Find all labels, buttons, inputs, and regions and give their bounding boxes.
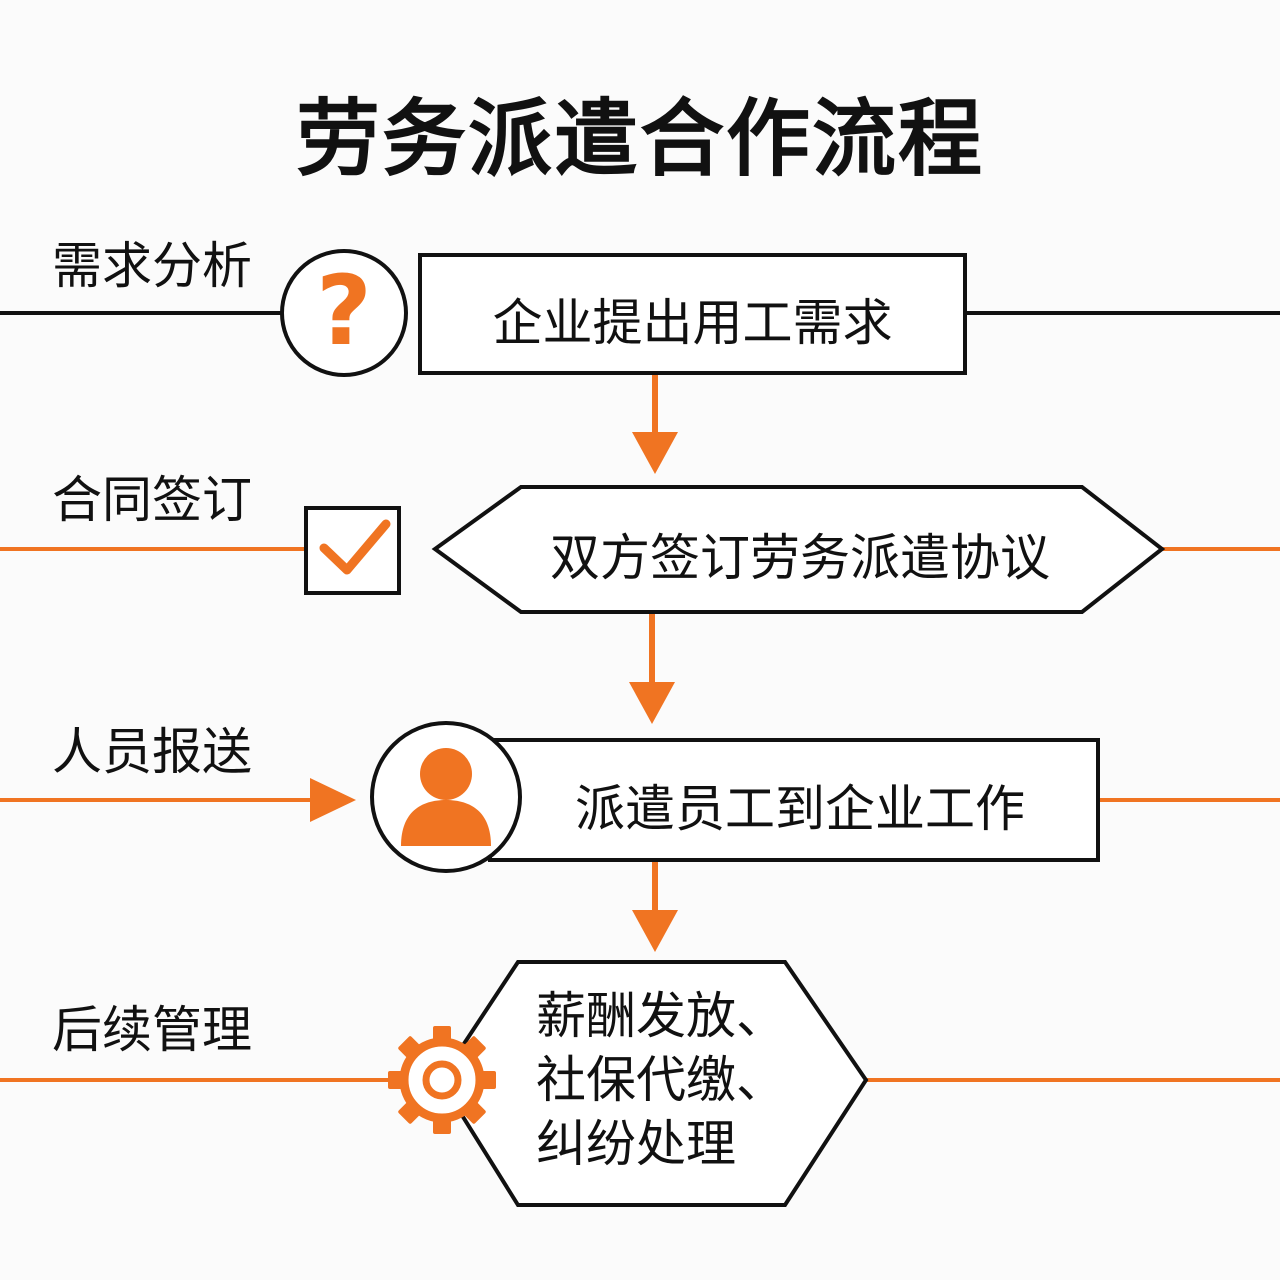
checkbox-icon: [304, 506, 401, 595]
flow-arrow-2: [629, 614, 675, 724]
stage-label-contract: 合同签订: [52, 471, 252, 529]
flow-arrow-3: [632, 862, 678, 952]
step-box-3: [488, 738, 1100, 862]
gear-icon: [388, 1026, 496, 1134]
stage-label-demand: 需求分析: [52, 237, 252, 295]
step-text-4-line-2: 社保代缴、: [536, 1051, 786, 1109]
step-text-4: 薪酬发放、 社保代缴、 纠纷处理: [536, 984, 836, 1176]
step-text-3: 派遣员工到企业工作: [575, 780, 1025, 838]
step-text-4-line-3: 纠纷处理: [536, 1115, 736, 1173]
stage-label-dispatch: 人员报送: [52, 723, 252, 781]
svg-text:?: ?: [316, 255, 372, 367]
stage-label-management: 后续管理: [52, 1001, 252, 1059]
step-box-2: [431, 485, 1166, 614]
step-text-2: 双方签订劳务派遣协议: [550, 529, 1050, 587]
page-title: 劳务派遣合作流程: [295, 90, 984, 188]
step-text-4-line-1: 薪酬发放、: [536, 987, 786, 1045]
step-text-1: 企业提出用工需求: [492, 294, 893, 352]
flow-arrow-1: [632, 375, 678, 474]
person-icon: [370, 721, 522, 873]
question-icon: ?: [280, 249, 408, 377]
stage-arrow-left-3: [0, 778, 356, 822]
step-box-1: [418, 253, 967, 375]
